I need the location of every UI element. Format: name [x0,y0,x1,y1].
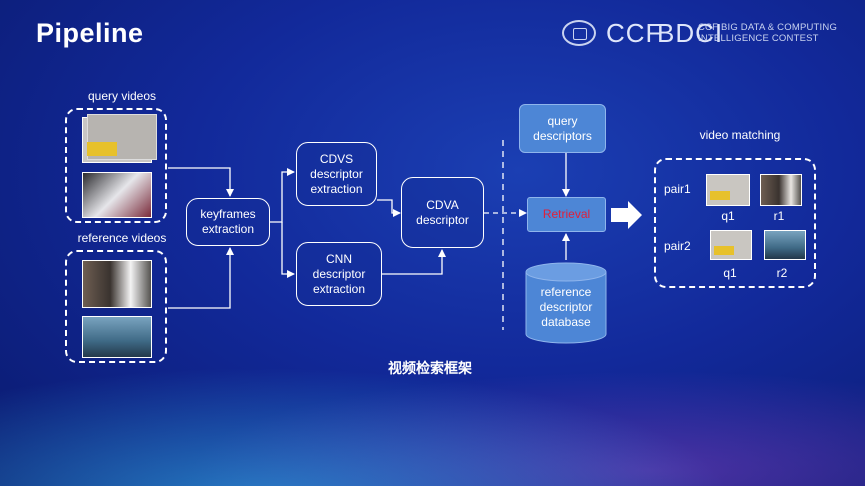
cnn-extraction-box: CNN descriptor extraction [296,242,382,306]
pair2-r2-label: r2 [776,266,788,280]
query-video-thumb-2 [82,172,152,218]
logo-ccf-text: CCF [606,18,663,48]
query-videos-group [65,108,167,223]
arrow-keyframes-to-cdvs [270,168,295,223]
pair2-r2-thumb [764,230,806,260]
cdva-descriptor-box: CDVA descriptor [401,177,484,248]
arrow-cnn-to-cdva [382,249,446,275]
logo-line-1: CCF BIG DATA & COMPUTING [698,22,838,33]
slide-caption: 视频检索框架 [388,360,472,376]
arrow-keyframes-to-cnn [281,222,295,278]
arrow-cdvs-to-cdva [377,199,401,217]
cdvs-extraction-label: CDVS descriptor extraction [310,151,363,196]
pair1-label: pair1 [664,182,691,196]
pair1-q1-thumb-logo [710,191,730,200]
reference-videos-label: reference videos [77,231,167,245]
pair2-q1-label: q1 [723,266,737,280]
reference-database-label: reference descriptor database [539,285,593,329]
video-matching-label: video matching [699,128,781,142]
video-matching-group: pair1 q1 r1 pair2 q1 r2 [654,158,816,288]
ccf-seal-icon [562,20,596,46]
query-video-thumb-1-logo [87,142,117,156]
logo-bdci-text: BDCI [657,18,724,48]
arrow-query-to-keyframes [168,167,234,197]
reference-video-thumb-1 [82,260,152,308]
arrow-reference-to-keyframes [168,247,234,309]
pair1-r1-thumb [760,174,802,206]
query-videos-label: query videos [87,89,157,103]
cdva-descriptor-label: CDVA descriptor [416,197,469,227]
cdvs-extraction-box: CDVS descriptor extraction [296,142,377,206]
logo-contest-text: CCF BIG DATA & COMPUTING INTELLIGENCE CO… [698,22,837,44]
pair1-q1-label: q1 [721,209,735,223]
cnn-extraction-label: CNN descriptor extraction [312,251,366,296]
reference-database-cylinder [525,262,607,344]
pair2-label: pair2 [664,239,691,253]
query-descriptors-block: query descriptors [519,104,606,153]
retrieval-label: Retrieval [542,207,591,221]
logo-line-2: INTELLIGENCE CONTEST [698,33,819,44]
reference-video-thumb-2 [82,316,152,358]
reference-videos-group [65,250,167,363]
pair2-q1-thumb-logo [714,246,734,255]
query-descriptors-label: query descriptors [533,113,592,143]
pair2-q1-thumb [710,230,752,260]
retrieval-block: Retrieval [527,197,606,232]
big-arrow-to-matching [611,201,642,229]
slide-title: Pipeline [36,18,144,48]
query-video-thumb-1 [82,114,157,163]
pair1-q1-thumb [706,174,750,206]
pair1-r1-label: r1 [773,209,785,223]
keyframes-extraction-label: keyframes extraction [200,207,256,236]
keyframes-extraction-box: keyframes extraction [186,198,270,246]
